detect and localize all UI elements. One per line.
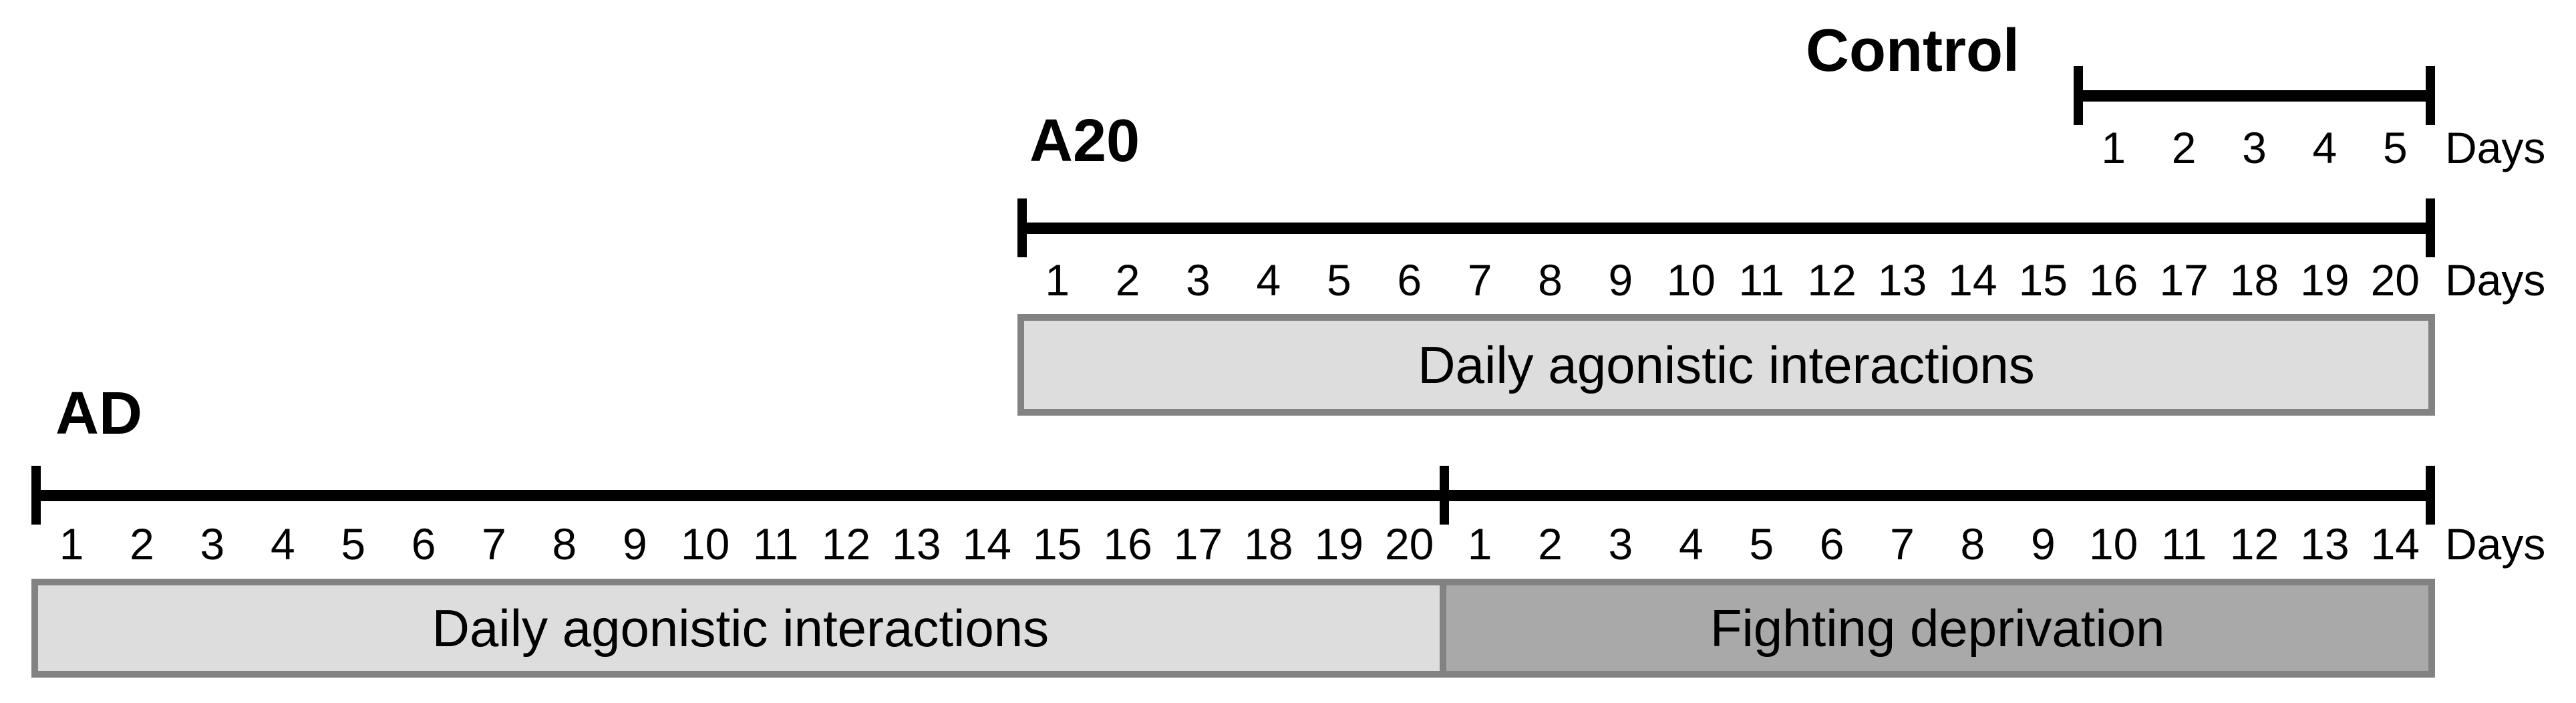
control-axis-endcap-right bbox=[2426, 66, 2435, 125]
ad-axis-line bbox=[31, 489, 2435, 501]
a20-seg1-day-label: 2 bbox=[1115, 255, 1140, 305]
a20-seg1-day-label: 19 bbox=[2300, 255, 2350, 305]
a20-seg1-day-label: 5 bbox=[1326, 255, 1351, 305]
ad-seg1-day-label: 8 bbox=[552, 519, 577, 569]
ad-seg1-day-label: 5 bbox=[341, 519, 366, 569]
control-axis-endcap-left bbox=[2074, 66, 2083, 125]
ad-seg2-day-label: 12 bbox=[2229, 519, 2279, 569]
ad-axis-segment-tick bbox=[1440, 466, 1450, 525]
a20-seg1-day-label: 4 bbox=[1256, 255, 1281, 305]
a20-seg1-day-label: 10 bbox=[1666, 255, 1716, 305]
ad-seg2-day-label: 1 bbox=[1467, 519, 1492, 569]
ad-seg2-day-label: 11 bbox=[2160, 519, 2207, 569]
a20-seg1-day-label: 16 bbox=[2088, 255, 2138, 305]
ad-seg2-day-label: 4 bbox=[1678, 519, 1704, 569]
timeline-a20-label: A20 bbox=[1029, 108, 1140, 174]
ad-seg1-day-label: 2 bbox=[130, 519, 154, 569]
ad-seg1-day-label: 13 bbox=[892, 519, 941, 569]
a20-days-unit-label: Days bbox=[2445, 255, 2546, 305]
a20-axis-line bbox=[1017, 222, 2435, 234]
control-axis-line bbox=[2074, 90, 2435, 102]
ad-box-fighting-deprivation: Fighting deprivation bbox=[1440, 579, 2435, 678]
control-seg1-day-label: 1 bbox=[2101, 123, 2126, 172]
ad-seg1-day-label: 10 bbox=[680, 519, 730, 569]
control-days-unit-label: Days bbox=[2445, 123, 2546, 172]
a20-box-label: Daily agonistic interactions bbox=[1418, 335, 2035, 394]
ad-seg1-day-label: 11 bbox=[752, 519, 799, 569]
a20-box-daily-agonistic-interactions: Daily agonistic interactions bbox=[1017, 314, 2435, 416]
ad-seg1-day-label: 20 bbox=[1384, 519, 1434, 569]
ad-axis-endcap-right bbox=[2426, 466, 2435, 525]
ad-seg2-day-label: 5 bbox=[1749, 519, 1774, 569]
ad-seg1-day-label: 12 bbox=[821, 519, 871, 569]
ad-seg2-day-label: 14 bbox=[2370, 519, 2420, 569]
ad-seg2-day-label: 7 bbox=[1890, 519, 1915, 569]
ad-seg1-day-label: 7 bbox=[482, 519, 506, 569]
a20-seg1-day-label: 15 bbox=[2018, 255, 2068, 305]
ad-seg2-day-label: 6 bbox=[1819, 519, 1844, 569]
ad-seg2-day-label: 9 bbox=[2030, 519, 2056, 569]
ad-seg1-day-label: 4 bbox=[270, 519, 295, 569]
a20-seg1-day-label: 9 bbox=[1608, 255, 1633, 305]
a20-seg1-day-label: 18 bbox=[2229, 255, 2279, 305]
timeline-ad-label: AD bbox=[55, 380, 142, 447]
ad-seg1-day-label: 9 bbox=[622, 519, 647, 569]
ad-seg2-day-label: 2 bbox=[1538, 519, 1563, 569]
ad-seg2-day-label: 10 bbox=[2088, 519, 2138, 569]
ad-axis-endcap-left bbox=[31, 466, 41, 525]
ad-seg2-day-label: 3 bbox=[1608, 519, 1633, 569]
ad-days-unit-label: Days bbox=[2445, 519, 2546, 569]
control-seg1-day-label: 2 bbox=[2171, 123, 2197, 172]
a20-seg1-day-label: 7 bbox=[1467, 255, 1492, 305]
ad-seg1-day-label: 17 bbox=[1173, 519, 1223, 569]
timeline-control-label: Control bbox=[1806, 17, 2020, 84]
ad-seg1-day-label: 6 bbox=[411, 519, 436, 569]
a20-axis-endcap-left bbox=[1017, 198, 1027, 257]
a20-seg1-day-label: 11 bbox=[1738, 255, 1784, 305]
a20-seg1-day-label: 6 bbox=[1397, 255, 1422, 305]
a20-seg1-day-label: 20 bbox=[2370, 255, 2420, 305]
ad-box-label: Fighting deprivation bbox=[1710, 599, 2165, 658]
ad-seg2-day-label: 13 bbox=[2300, 519, 2350, 569]
control-seg1-day-label: 3 bbox=[2242, 123, 2267, 172]
a20-seg1-day-label: 13 bbox=[1877, 255, 1927, 305]
ad-box-label: Daily agonistic interactions bbox=[432, 599, 1050, 658]
ad-seg1-day-label: 15 bbox=[1032, 519, 1082, 569]
control-seg1-day-label: 5 bbox=[2382, 123, 2408, 172]
a20-seg1-day-label: 3 bbox=[1186, 255, 1211, 305]
ad-seg1-day-label: 18 bbox=[1244, 519, 1293, 569]
a20-seg1-day-label: 8 bbox=[1538, 255, 1563, 305]
ad-seg1-day-label: 3 bbox=[200, 519, 225, 569]
ad-box-daily-agonistic-interactions: Daily agonistic interactions bbox=[31, 579, 1450, 678]
ad-seg1-day-label: 16 bbox=[1103, 519, 1152, 569]
ad-seg2-day-label: 8 bbox=[1960, 519, 1985, 569]
control-seg1-day-label: 4 bbox=[2312, 123, 2338, 172]
a20-seg1-day-label: 17 bbox=[2159, 255, 2209, 305]
ad-seg1-day-label: 1 bbox=[59, 519, 84, 569]
ad-seg1-day-label: 19 bbox=[1314, 519, 1364, 569]
a20-seg1-day-label: 14 bbox=[1948, 255, 1997, 305]
ad-seg1-day-label: 14 bbox=[962, 519, 1012, 569]
a20-seg1-day-label: 1 bbox=[1045, 255, 1070, 305]
a20-axis-endcap-right bbox=[2426, 198, 2435, 257]
a20-seg1-day-label: 12 bbox=[1807, 255, 1857, 305]
